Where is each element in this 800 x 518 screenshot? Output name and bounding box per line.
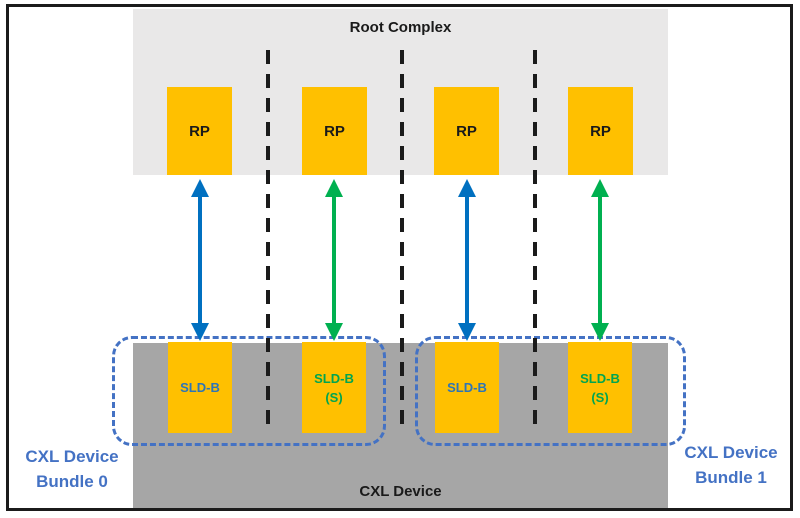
root-port-box-2: RP — [434, 87, 499, 175]
bundle-0-label-line2: Bundle 0 — [36, 472, 108, 491]
sld-b-label: SLD-B — [314, 370, 354, 386]
root-port-box-1: RP — [302, 87, 367, 175]
sld-b-box-0: SLD-B — [168, 342, 232, 433]
sld-b-s-box-1: SLD-B (S) — [302, 342, 366, 433]
bundle-0-outline — [112, 336, 386, 446]
root-complex-title: Root Complex — [349, 19, 452, 36]
sld-b-label: SLD-B — [447, 380, 487, 395]
sld-b-label: SLD-B — [580, 370, 620, 386]
bundle-1-label-line1: CXL Device — [684, 443, 778, 462]
bundle-1-label-line2: Bundle 1 — [695, 468, 767, 487]
bundle-0-label: CXL Device Bundle 0 — [7, 444, 137, 494]
cxl-device-label: CXL Device — [359, 483, 442, 500]
sld-b-suffix: (S) — [591, 389, 609, 405]
root-port-box-3: RP — [568, 87, 633, 175]
bundle-1-label: CXL Device Bundle 1 — [666, 440, 796, 490]
sld-b-label: SLD-B — [180, 380, 220, 395]
sld-b-s-box-3: SLD-B (S) — [568, 342, 632, 433]
root-port-box-0: RP — [167, 87, 232, 175]
sld-b-suffix: (S) — [325, 389, 343, 405]
bundle-0-label-line1: CXL Device — [25, 447, 119, 466]
diagram-border — [6, 4, 793, 511]
sld-b-box-2: SLD-B — [435, 342, 499, 433]
bundle-1-outline — [415, 336, 686, 446]
